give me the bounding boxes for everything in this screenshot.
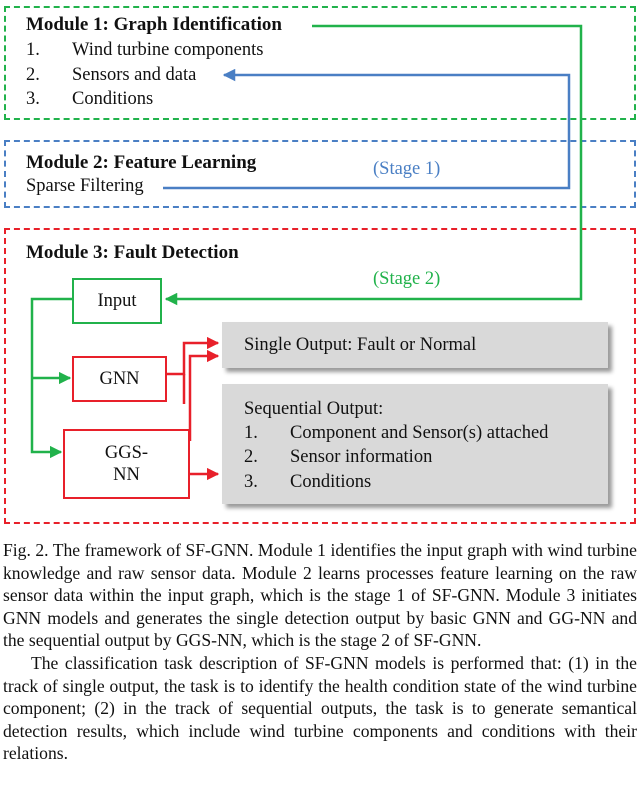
module1-item-3: 3.Conditions: [26, 89, 154, 109]
arrow-gnn-to-single: [167, 336, 220, 376]
arrow-ggsnn-to-single: [188, 349, 220, 441]
stage2-label: (Stage 2): [373, 269, 441, 289]
module1-item-1: 1.Wind turbine components: [26, 40, 264, 60]
module3-title: Module 3: Fault Detection: [26, 242, 239, 263]
sequential-output-item-2: 2.Sensor information: [244, 447, 433, 467]
sequential-output-item-1: 1.Component and Sensor(s) attached: [244, 423, 549, 443]
module2-title: Module 2: Feature Learning: [26, 152, 257, 173]
arrow-input-bracket: [30, 297, 72, 459]
arrow-graph-to-input: [164, 24, 583, 306]
caption-paragraph-1: Fig. 2. The framework of SF-GNN. Module …: [3, 540, 637, 651]
arrow-sparse-to-sensors: [163, 68, 571, 190]
sequential-output-box: [222, 384, 608, 504]
module1-item-2: 2.Sensors and data: [26, 65, 197, 85]
gnn-node: GNN: [72, 356, 167, 402]
sequential-output-title: Sequential Output:: [244, 399, 384, 419]
input-node: Input: [72, 278, 162, 324]
caption-paragraph-2: The classification task description of S…: [3, 652, 637, 764]
single-output-label: Single Output: Fault or Normal: [244, 335, 477, 355]
module2-item: Sparse Filtering: [26, 176, 144, 196]
single-output-box: [222, 322, 608, 368]
module3-box: [4, 228, 636, 524]
sequential-output-item-3: 3.Conditions: [244, 472, 372, 492]
module1-title: Module 1: Graph Identification: [26, 14, 282, 35]
module1-box: [4, 6, 636, 120]
figure-caption: Fig. 2. The framework of SF-GNN. Module …: [3, 539, 637, 765]
stage1-label: (Stage 1): [373, 159, 441, 179]
ggsnn-node: GGS- NN: [63, 429, 190, 499]
module2-box: [4, 140, 636, 208]
